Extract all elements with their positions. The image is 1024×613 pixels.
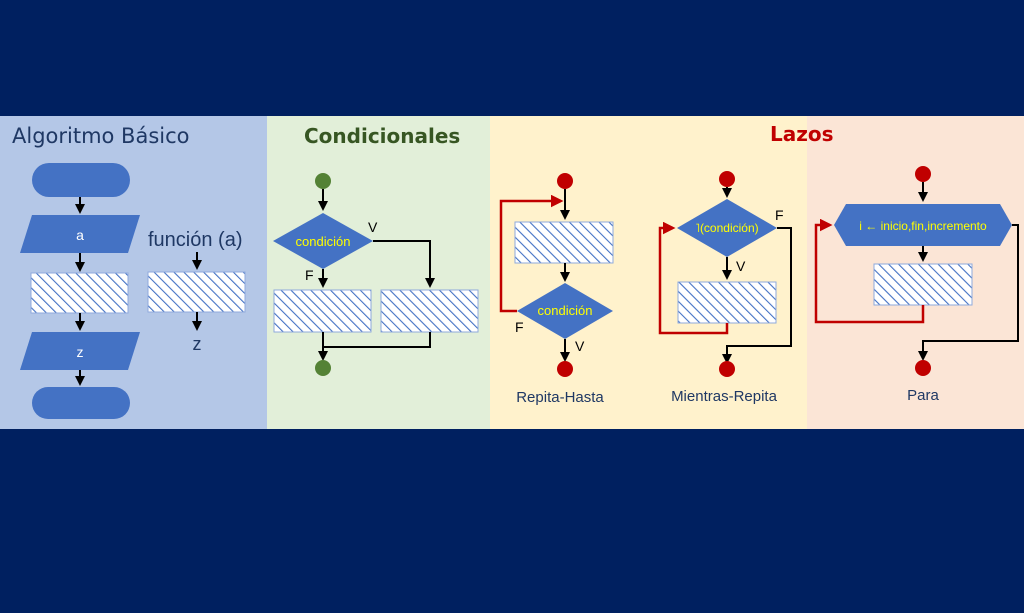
for-end-node (915, 360, 931, 376)
while-start-node (719, 171, 735, 187)
panel-conditionals (267, 116, 490, 429)
for-start-node (915, 166, 931, 182)
start-node (315, 173, 331, 189)
true-label: V (368, 219, 378, 235)
true-process-box (380, 289, 479, 333)
function-label: función (a) (148, 229, 243, 251)
false-process-box (273, 289, 372, 333)
repeat-caption: Repita-Hasta (516, 389, 604, 406)
while-true-label: V (736, 258, 746, 274)
output-label: z (77, 344, 84, 360)
panel-loops (490, 116, 807, 429)
function-box (147, 271, 246, 313)
repeat-condition-label: condición (538, 303, 593, 318)
while-exit-arrow (722, 227, 792, 364)
false-label: F (305, 267, 314, 283)
repeat-loop-back-arrow (499, 194, 564, 313)
end-terminal (32, 387, 130, 419)
repeat-process-box (514, 221, 614, 264)
for-loop-back-arrow (814, 218, 925, 324)
while-process-box (677, 281, 777, 324)
input-label: a (76, 227, 84, 243)
repeat-start-node (557, 173, 573, 189)
process-box (30, 272, 129, 314)
while-condition-diamond (677, 199, 777, 257)
repeat-condition-diamond (517, 283, 613, 339)
true-branch-arrow (373, 240, 435, 288)
repeat-end-node (557, 361, 573, 377)
while-end-node (719, 361, 735, 377)
for-header-label: i ← inicio,fin,incremento (859, 219, 987, 233)
output-parallelogram (20, 332, 140, 370)
for-caption: Para (907, 387, 939, 404)
for-exit-arrow (918, 224, 1019, 361)
while-false-label: F (775, 207, 784, 223)
input-parallelogram (20, 215, 140, 253)
end-node (315, 360, 331, 376)
for-process-box (873, 263, 973, 306)
while-loop-back-arrow (658, 221, 729, 335)
function-output: z (193, 334, 202, 354)
merge-line (323, 332, 431, 348)
for-header-hexagon (834, 204, 1012, 246)
while-condition-label: ˥(condición) (695, 221, 758, 235)
start-terminal (32, 163, 130, 197)
repeat-true-label: V (575, 338, 585, 354)
basic-title: Algoritmo Básico (12, 124, 190, 148)
repeat-false-label: F (515, 319, 524, 335)
loops-title: Lazos (770, 122, 834, 146)
condition-diamond (273, 213, 373, 269)
while-caption: Mientras-Repita (671, 388, 778, 405)
conditionals-title: Condicionales (304, 124, 460, 148)
condition-label: condición (296, 234, 351, 249)
